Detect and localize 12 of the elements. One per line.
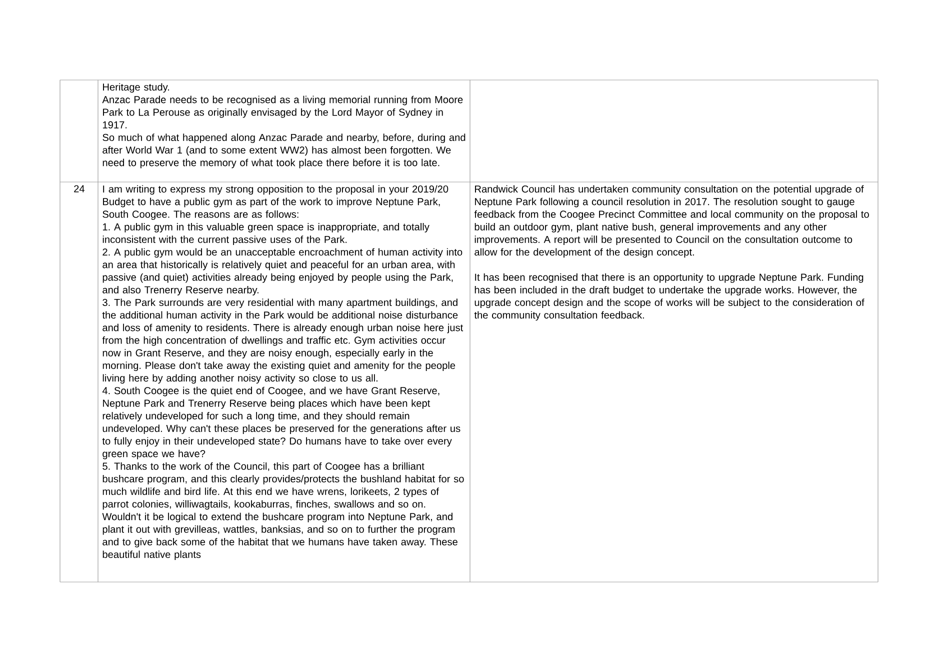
paragraph: Randwick Council has undertaken community consultation on the potential upgrade of Neptune Park following a council resolution in 2017. The resolution sought to gauge feedback from the Coogee Precinct Committee and local community on the proposal to build an outdoor gym, plant native bush, general improvements and any other improvements. A report will be presented to Council on the consultation outcome to allow for the development of the design concept.: [474, 185, 869, 258]
paragraph: Heritage study.: [103, 83, 170, 93]
paragraph: 4. South Coogee is the quiet end of Coogee, and we have Grant Reserve, Neptune Park and Trenerry Reserve being places which have been kept relatively undeveloped for such a long time, and they should remain undeveloped. Why can't these places be preserved for the generations after us to fully enjoy in their undeveloped state? Do humans have to take over every green space we have?: [102, 386, 460, 460]
paragraph: Anzac Parade needs to be recognised as a living memorial running from Moore Park to La Perouse as originally envisaged by the Lord Mayor of Sydney in 1917.: [102, 96, 463, 128]
row-number: 24: [74, 185, 85, 192]
paragraph: 2. A public gym would be an unacceptable encroachment of human activity into an area that historically is relatively quiet and peaceful for an urban area, with passive (and quiet) activities already being enjoyed by people using the Park, and also Trenerry Reserve nearby.: [102, 248, 462, 296]
paragraph: 5. Thanks to the work of the Council, this part of Coogee has a brilliant bushcare program, and this clearly provides/protects the bushland habitat for so much wildlife and bird life. At this end we have wrens, lorikeets, 2 types of parrot colonies, williwagtails, kookaburras, finches, swallows and so on. Wouldn't it be logical to extend the bushcare program into Neptune Park, and plant it out with grevilleas, wattles, banksias, and so on to further the program and to give back some of the habitat that we humans have taken away. These beautiful native plants: [102, 462, 464, 560]
paragraph: I am writing to express my strong opposition to the proposal in your 2019/20 Budget to have a public gym as part of the work to improve Neptune Park, South Coogee. The reasons are as follows:: [102, 185, 448, 220]
paragraph: 1. A public gym in this valuable green space is inappropriate, and totally inconsistent with the current passive uses of the Park.: [102, 223, 430, 245]
paragraph: It has been recognised that there is an opportunity to upgrade Neptune Park. Funding has been included in the draft budget to undertake the upgrade works. However, the upgrade concept design and the scope of works will be subject to the consideration of the community consultation feedback.: [474, 273, 864, 321]
paragraph: 3. The Park surrounds are very residential with many apartment buildings, and the additional human activity in the Park would be additional noise disturbance and loss of amenity to residents. There is already enough urban noise here just from the high concentration of dwellings and traffic etc. Gym activities occur now in Grant Reserve, and they are noisy enough, especially early in the morning. Please don't take away the existing quiet and amenity for the people living here by adding another noisy activity so close to us all.: [102, 298, 464, 384]
paragraph: So much of what happened along Anzac Parade and nearby, before, during and after World War 1 (and to some extent WW2) has almost been forgotten. We need to preserve the memory of what took place there before it is too late.: [102, 134, 466, 168]
